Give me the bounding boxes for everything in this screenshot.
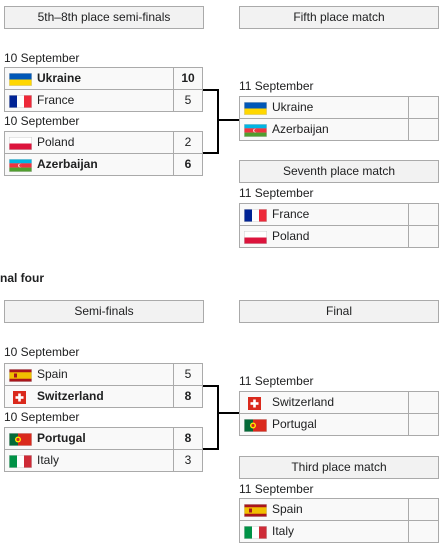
team-france: France [239,203,409,226]
team-portugal: Portugal [239,413,409,436]
bracket-line [203,385,219,450]
team-name[interactable]: Ukraine [272,100,314,114]
score-switzerland: 8 [173,385,203,408]
score-portugal: 8 [173,427,203,450]
team-name[interactable]: Spain [272,502,303,516]
seventh-place-header: Seventh place match [239,160,439,183]
team-portugal: Portugal [4,427,174,450]
match-date: 11 September [239,374,314,388]
team-switzerland: Switzerland [239,391,409,414]
poland-flag-icon [9,137,32,150]
team-name[interactable]: Portugal [37,431,86,445]
score-france: 5 [173,89,203,112]
spain-flag-icon [244,504,267,517]
score-empty [408,520,439,543]
score-italy: 3 [173,449,203,472]
match-date: 10 September [4,410,80,424]
match-date: 10 September [4,114,80,128]
team-poland: Poland [4,131,174,154]
score-empty [408,203,439,226]
team-azerbaijan: Azerbaijan [239,118,409,141]
team-ukraine: Ukraine [239,96,409,119]
azerbaijan-flag-icon [244,124,267,137]
team-name[interactable]: Ukraine [37,71,82,85]
team-name[interactable]: France [37,93,75,107]
team-name[interactable]: Switzerland [37,389,104,403]
ukraine-flag-icon [9,73,32,86]
semifinals-5-8-header: 5th–8th place semi-finals [4,6,204,29]
team-name[interactable]: France [272,207,310,221]
score-azerbaijan: 6 [173,153,203,176]
bracket-line [203,89,219,154]
semifinals-header: Semi-finals [4,300,204,323]
match-date: 11 September [239,79,314,93]
team-name[interactable]: Italy [37,453,60,467]
fifth-place-header: Fifth place match [239,6,439,29]
team-poland: Poland [239,225,409,248]
team-name[interactable]: Italy [272,524,295,538]
score-empty [408,413,439,436]
france-flag-icon [244,209,267,222]
final-header: Final [239,300,439,323]
match-date: 11 September [239,186,314,200]
italy-flag-icon [244,526,267,539]
azerbaijan-flag-icon [9,159,32,172]
poland-flag-icon [244,231,267,244]
team-name[interactable]: Azerbaijan [272,122,329,136]
team-name[interactable]: Poland [272,229,310,243]
team-name[interactable]: Azerbaijan [37,157,98,171]
switzerland-flag-icon [13,391,26,404]
section-heading: nal four [0,271,44,285]
switzerland-flag-icon [248,397,261,410]
team-france: France [4,89,174,112]
ukraine-flag-icon [244,102,267,115]
team-italy: Italy [4,449,174,472]
team-spain: Spain [4,363,174,386]
team-name[interactable]: Portugal [272,417,317,431]
score-empty [408,118,439,141]
match-date: 10 September [4,51,80,65]
score-empty [408,96,439,119]
spain-flag-icon [9,369,32,382]
match-date: 11 September [239,482,314,496]
team-switzerland: Switzerland [4,385,174,408]
match-date: 10 September [4,345,80,359]
team-azerbaijan: Azerbaijan [4,153,174,176]
team-name[interactable]: Poland [37,135,75,149]
third-place-header: Third place match [239,456,439,479]
score-empty [408,391,439,414]
score-spain: 5 [173,363,203,386]
team-ukraine: Ukraine [4,67,174,90]
portugal-flag-icon [244,419,267,432]
score-poland: 2 [173,131,203,154]
team-spain: Spain [239,498,409,521]
italy-flag-icon [9,455,32,468]
portugal-flag-icon [9,433,32,446]
score-empty [408,498,439,521]
france-flag-icon [9,95,32,108]
score-ukraine: 10 [173,67,203,90]
team-italy: Italy [239,520,409,543]
score-empty [408,225,439,248]
team-name[interactable]: Spain [37,367,68,381]
team-name[interactable]: Switzerland [272,395,335,409]
